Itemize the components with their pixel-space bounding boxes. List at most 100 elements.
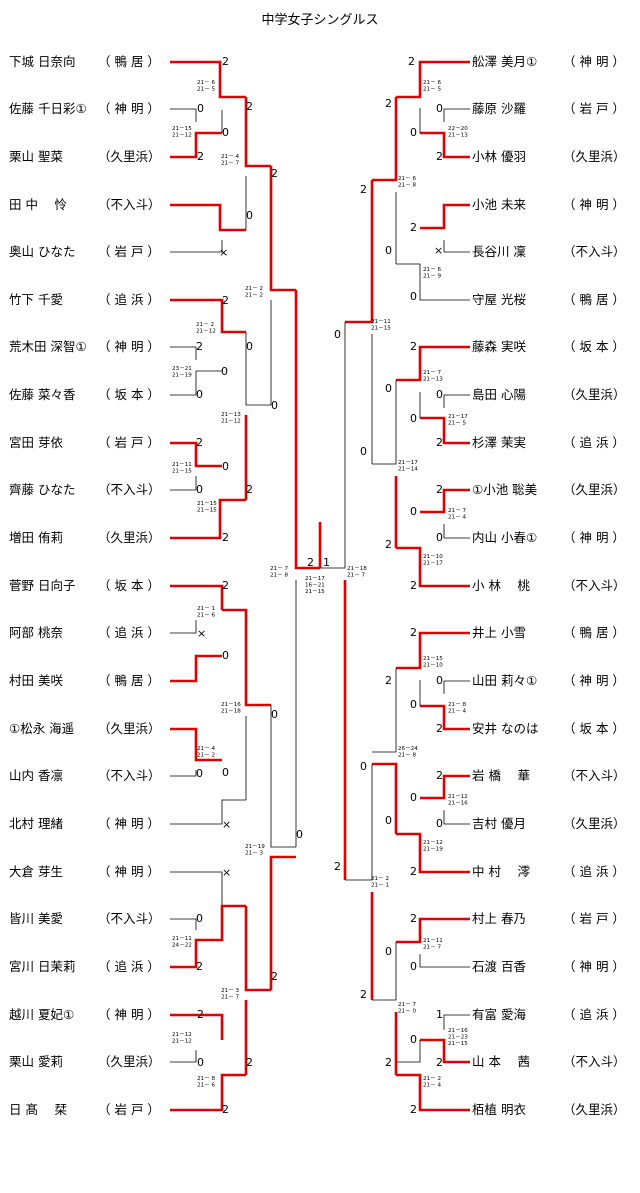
match-score: 21－ 221－12: [196, 322, 216, 335]
loss-mark: 0: [360, 445, 367, 458]
player-team: （ 神 明 ）: [563, 197, 625, 212]
loss-mark: 0: [410, 698, 417, 711]
match-score: 21－ 221－ 2: [245, 286, 263, 299]
win-mark: 2: [385, 1056, 392, 1069]
bracket-line: [320, 322, 346, 569]
player-name: 竹下 千愛: [9, 292, 63, 307]
winner-line: [396, 345, 470, 382]
win-mark: 2: [410, 626, 417, 639]
match-score: 21－ 721－13: [423, 370, 443, 383]
loss-mark: 0: [221, 365, 228, 378]
win-mark: 2: [436, 1056, 443, 1069]
player-team: （ 鴨 居 ）: [563, 292, 625, 307]
svg-text:21－ 2: 21－ 2: [196, 322, 214, 328]
match-score: 21－ 621－ 8: [398, 176, 416, 189]
svg-text:22－20: 22－20: [448, 126, 468, 132]
svg-text:21－15: 21－15: [305, 589, 325, 595]
match-score: 21－ 821－ 4: [448, 702, 466, 715]
svg-text:21－ 2: 21－ 2: [423, 1076, 441, 1082]
loss-mark: 0: [246, 209, 253, 222]
svg-text:21－16: 21－16: [448, 1028, 468, 1034]
win-mark: 2: [360, 183, 367, 196]
loss-mark: 0: [246, 340, 253, 353]
match-score: 21－ 621－ 9: [423, 267, 441, 280]
player-name: 皆川 美愛: [9, 911, 63, 926]
svg-text:21－17: 21－17: [423, 561, 443, 567]
match-score: 21－ 721－ 8: [270, 566, 288, 579]
svg-text:21－15: 21－15: [197, 501, 217, 507]
svg-text:21－11: 21－11: [172, 936, 192, 942]
svg-text:21－ 7: 21－ 7: [423, 370, 441, 376]
svg-text:21－ 7: 21－ 7: [347, 573, 365, 579]
svg-text:21－16: 21－16: [221, 702, 241, 708]
player-team: （ 追 浜 ）: [98, 959, 160, 974]
svg-text:21－ 2: 21－ 2: [371, 876, 389, 882]
player-name: 内山 小春①: [472, 530, 538, 545]
winner-line: [396, 631, 470, 670]
win-mark: 2: [222, 55, 229, 68]
svg-text:21－ 4: 21－ 4: [221, 154, 239, 160]
player-name: 齊藤 ひなた: [9, 482, 76, 497]
svg-text:21－ 6: 21－ 6: [197, 613, 215, 619]
player-team: （ 岩 戸 ）: [98, 244, 160, 259]
win-mark: 2: [271, 970, 278, 983]
player-name: 日 髙 栞: [9, 1102, 67, 1117]
svg-text:21－ 8: 21－ 8: [197, 1076, 215, 1082]
player-name: 栗山 聖菜: [9, 149, 63, 164]
winner-line: [396, 546, 470, 588]
winner-line: [396, 60, 470, 99]
svg-text:21－ 2: 21－ 2: [197, 753, 215, 759]
bracket-line: [443, 240, 470, 253]
player-name: 小池 未来: [472, 197, 526, 212]
svg-text:21－ 7: 21－ 7: [221, 161, 239, 167]
winner-line: [170, 584, 224, 610]
player-name: 安井 なのは: [472, 721, 539, 736]
player-name: 山内 香凛: [9, 768, 63, 783]
loss-mark: 0: [410, 791, 417, 804]
winner-line: [170, 904, 246, 969]
player-team: （ 神 明 ）: [98, 339, 160, 354]
winner-line: [170, 203, 246, 232]
svg-text:21－12: 21－12: [221, 419, 241, 425]
svg-text:21－10: 21－10: [423, 554, 443, 560]
player-team: （ 鴨 居 ）: [563, 625, 625, 640]
loss-mark: 0: [385, 244, 392, 257]
player-team: （ 神 明 ）: [563, 530, 625, 545]
svg-text:21－ 7: 21－ 7: [423, 945, 441, 951]
player-name: 藤森 実咲: [472, 339, 526, 354]
player-team: （久里浜）: [563, 816, 626, 831]
player-name: 井上 小雪: [472, 625, 526, 640]
svg-text:21－16: 21－16: [448, 801, 468, 807]
svg-text:21－11: 21－11: [371, 319, 391, 325]
bracket-line: [170, 770, 197, 777]
loss-mark: 0: [436, 102, 443, 115]
loss-mark: 0: [410, 505, 417, 518]
win-mark: 2: [436, 436, 443, 449]
win-mark: 2: [360, 988, 367, 1001]
win-mark: 2: [334, 860, 341, 873]
match-score: 21－ 721－ 0: [398, 1002, 416, 1015]
winner-line: [420, 488, 470, 514]
player-team: （ 岩 戸 ）: [98, 1102, 160, 1117]
player-team: （不入斗）: [563, 244, 626, 259]
winner-line: [170, 498, 246, 540]
win-mark: 2: [410, 865, 417, 878]
bracket-line: [443, 1014, 470, 1030]
match-score: 21－ 221－ 1: [371, 876, 389, 889]
player-name: 小林 優羽: [472, 149, 526, 164]
player-team: （ 追 浜 ）: [563, 435, 625, 450]
win-mark: 2: [271, 167, 278, 180]
player-name: 荒木田 深智①: [9, 339, 87, 354]
svg-text:23－21: 23－21: [172, 366, 192, 372]
player-name: 大倉 芽生: [9, 864, 63, 879]
winner-line: [170, 441, 222, 468]
